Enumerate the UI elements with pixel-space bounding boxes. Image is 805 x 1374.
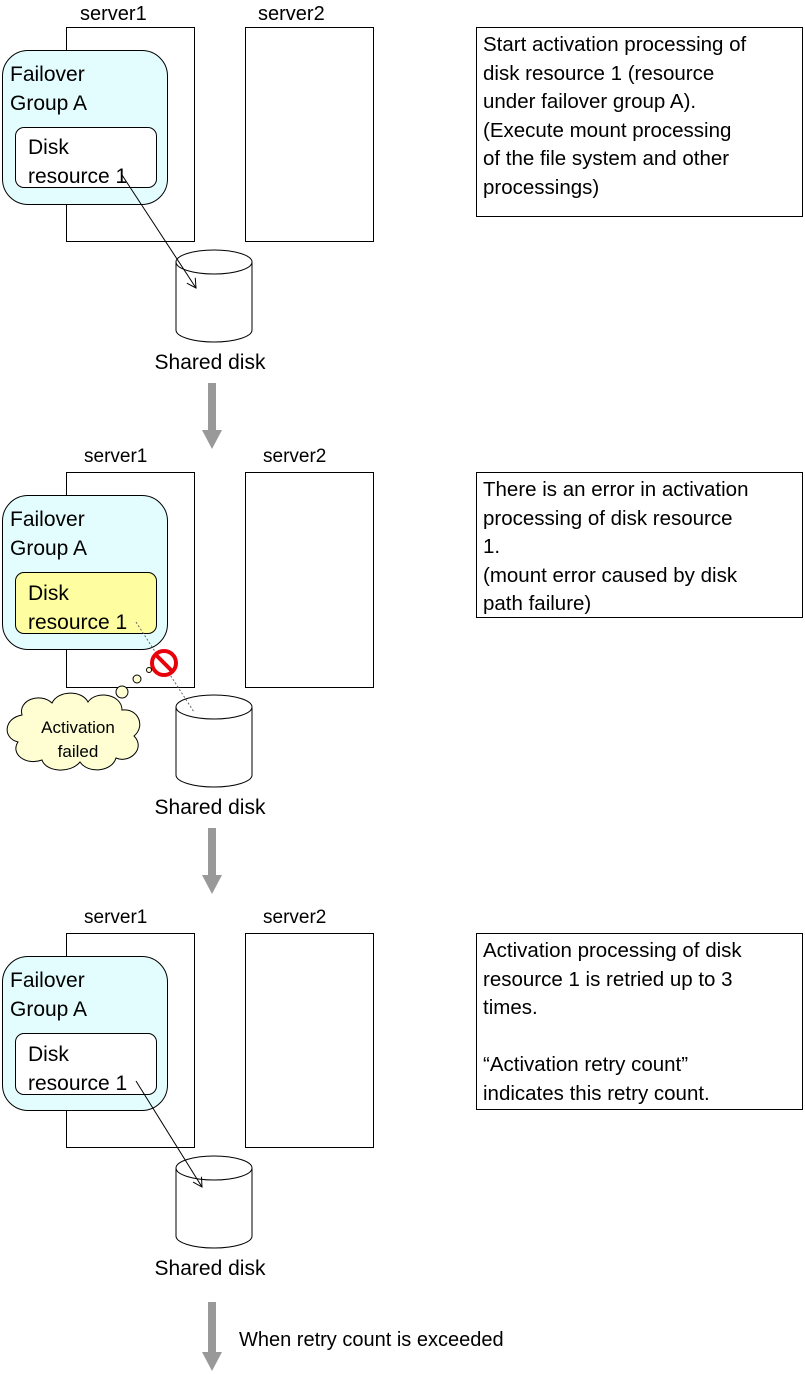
final-caption: When retry count is exceeded bbox=[239, 1329, 504, 1351]
note-line: disk resource 1 (resource bbox=[483, 61, 715, 85]
note-line: times. bbox=[483, 996, 538, 1019]
shared-disk-cylinder bbox=[175, 694, 253, 788]
disk-label-line2: resource 1 bbox=[28, 611, 128, 634]
server1-label: server1 bbox=[84, 446, 148, 467]
server2-label: server2 bbox=[258, 3, 325, 25]
shared-disk-label: Shared disk bbox=[154, 796, 266, 819]
note-line: There is an error in activation bbox=[483, 478, 749, 501]
note-line: indicates this retry count. bbox=[483, 1081, 710, 1105]
disk-resource-1 bbox=[15, 1033, 157, 1095]
disk-label-line1: Disk bbox=[28, 582, 69, 605]
cloud-text-line1: Activation bbox=[41, 718, 115, 737]
note-line: under failover group A). bbox=[483, 90, 697, 113]
disk-resource-1-error bbox=[15, 572, 157, 634]
shared-disk-cylinder bbox=[175, 1155, 253, 1249]
prohibit-icon bbox=[150, 649, 178, 677]
disk-label-line2: resource 1 bbox=[28, 1072, 128, 1095]
server1-label: server1 bbox=[80, 3, 147, 25]
group-label-line1: Failover bbox=[10, 63, 85, 86]
note-line: of the file system and other bbox=[483, 147, 730, 170]
cloud-text-line2: failed bbox=[57, 742, 99, 761]
group-label-line2: Group A bbox=[10, 537, 88, 560]
disk-label-line1: Disk bbox=[28, 1043, 69, 1066]
note-line: Activation processing of disk bbox=[483, 939, 742, 962]
note-line: path failure) bbox=[483, 592, 592, 615]
note-line: resource 1 is retried up to 3 bbox=[483, 967, 733, 991]
note-line: 1. bbox=[483, 535, 501, 558]
connection-arrow bbox=[135, 1080, 203, 1188]
server2-label: server2 bbox=[263, 446, 327, 467]
down-arrow bbox=[202, 1302, 222, 1371]
disk-label-line1: Disk bbox=[28, 136, 69, 159]
shared-disk-cylinder bbox=[175, 249, 253, 343]
server2-box bbox=[245, 27, 374, 242]
note-line: processings) bbox=[483, 175, 600, 199]
note-box: Activation processing of disk resource 1… bbox=[476, 933, 803, 1110]
group-label-line2: Group A bbox=[10, 998, 88, 1021]
note-line: (Execute mount processing bbox=[483, 118, 732, 142]
disk-resource-1 bbox=[15, 127, 157, 188]
note-line: (mount error caused by disk bbox=[483, 563, 738, 587]
thought-bubbles bbox=[115, 667, 152, 699]
note-line: “Activation retry count” bbox=[483, 1053, 689, 1076]
disk-label-line2: resource 1 bbox=[28, 165, 128, 188]
connection-arrow bbox=[121, 174, 197, 289]
note-box: There is an error in activation processi… bbox=[476, 472, 803, 618]
note-line: processing of disk resource bbox=[483, 506, 733, 530]
down-arrow bbox=[202, 828, 222, 894]
group-label-line1: Failover bbox=[10, 508, 85, 531]
server2-box bbox=[245, 472, 374, 688]
note-line: Start activation processing of bbox=[483, 33, 747, 56]
shared-disk-label: Shared disk bbox=[154, 1257, 266, 1280]
group-label-line2: Group A bbox=[10, 92, 88, 115]
thought-cloud bbox=[6, 692, 141, 771]
server2-label: server2 bbox=[263, 907, 327, 928]
server2-box bbox=[245, 933, 374, 1148]
server1-label: server1 bbox=[84, 907, 148, 928]
group-label-line1: Failover bbox=[10, 969, 85, 992]
shared-disk-label: Shared disk bbox=[154, 351, 266, 374]
note-box: Start activation processing of disk reso… bbox=[476, 27, 803, 217]
down-arrow bbox=[202, 383, 222, 449]
